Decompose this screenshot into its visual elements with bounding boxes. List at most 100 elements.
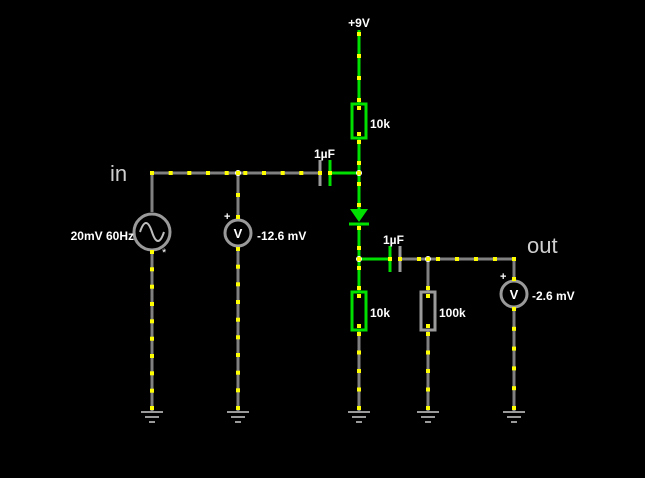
current-dot: [357, 171, 361, 175]
current-dot: [417, 257, 421, 261]
current-dot: [426, 324, 430, 328]
vmeter-out-polarity: +: [500, 271, 506, 283]
current-dot: [357, 294, 361, 298]
current-dot: [357, 140, 361, 144]
current-dot: [150, 267, 154, 272]
current-dot: [187, 171, 192, 175]
current-dot: [426, 406, 430, 410]
current-dot: [150, 171, 154, 175]
current-dot: [236, 282, 240, 287]
diode[interactable]: [349, 209, 369, 226]
current-dot: [236, 353, 240, 357]
current-dot: [150, 371, 154, 376]
resistor-bottom[interactable]: [350, 290, 368, 332]
resistor-load-label: 100k: [439, 306, 466, 320]
source-marker: *: [162, 247, 167, 259]
vmeter-in-reading: -12.6 mV: [257, 229, 306, 243]
current-dot: [357, 286, 361, 290]
capacitor-output-label: 1µF: [383, 233, 404, 247]
current-dot: [236, 264, 240, 269]
current-dots: [150, 32, 516, 410]
current-dot: [512, 326, 516, 331]
current-dot: [357, 246, 361, 250]
output-node-label: out: [527, 233, 558, 258]
current-dot: [426, 286, 430, 290]
current-dot: [357, 257, 361, 261]
current-dot: [150, 250, 154, 254]
current-dot: [512, 257, 516, 261]
current-dot: [426, 369, 430, 373]
current-dot: [357, 132, 361, 136]
svg-text:V: V: [234, 226, 243, 241]
current-dot: [236, 388, 240, 393]
resistor-top-label: 10k: [370, 117, 390, 131]
ground-rbottom: [347, 411, 371, 423]
current-dot: [236, 406, 240, 410]
current-dot: [262, 171, 266, 175]
sine-wave-icon: [139, 222, 165, 242]
current-dot: [150, 284, 154, 289]
current-dot: [280, 171, 285, 175]
current-dot: [357, 387, 361, 392]
ground-vmeter-in: [226, 411, 250, 423]
voltmeter-output[interactable]: V: [499, 279, 529, 309]
current-dot: [150, 388, 154, 393]
ac-source[interactable]: [132, 212, 172, 252]
current-dot: [493, 257, 497, 261]
current-dot: [455, 257, 459, 261]
current-dot: [357, 32, 361, 36]
current-dot: [236, 171, 240, 175]
current-dot: [236, 370, 240, 375]
ground-rload: [416, 411, 440, 423]
wires-idle: [150, 171, 516, 412]
current-dot: [357, 332, 361, 336]
ground-vmeter-out: [502, 411, 526, 423]
vmeter-in-polarity: +: [224, 211, 230, 223]
current-dot: [236, 317, 240, 322]
current-dot: [150, 406, 154, 410]
vmeter-out-reading: -2.6 mV: [532, 289, 575, 303]
current-dot: [299, 171, 304, 175]
resistor-load[interactable]: [419, 290, 437, 332]
current-dot: [357, 369, 361, 373]
current-dot: [236, 215, 240, 219]
current-dot: [357, 98, 361, 102]
ground-source: [140, 411, 164, 423]
current-dot: [357, 266, 361, 270]
current-dot: [357, 76, 361, 80]
current-dot: [426, 332, 430, 336]
current-dot: [357, 324, 361, 328]
current-dot: [357, 54, 361, 58]
resistor-top[interactable]: [350, 102, 368, 140]
current-dot: [206, 171, 210, 175]
current-dot: [328, 171, 332, 175]
current-dot: [168, 171, 173, 175]
capacitor-input-label: 1µF: [314, 147, 335, 161]
current-dot: [426, 387, 430, 392]
current-dot: [236, 335, 240, 340]
current-dot: [474, 257, 478, 261]
voltmeter-input[interactable]: V: [223, 218, 253, 248]
current-dot: [357, 106, 361, 110]
current-dot: [357, 203, 361, 207]
current-dot: [426, 257, 430, 261]
current-dot: [512, 406, 516, 410]
current-dot: [512, 366, 516, 371]
current-dot: [357, 182, 361, 186]
current-dot: [436, 257, 440, 261]
current-dot: [357, 350, 361, 355]
current-dot: [224, 171, 229, 175]
resistor-bottom-label: 10k: [370, 306, 390, 320]
current-dot: [357, 406, 361, 410]
current-dot: [512, 346, 516, 351]
current-dot: [243, 171, 248, 175]
current-dot: [236, 247, 240, 251]
current-dot: [512, 277, 516, 281]
current-dot: [318, 171, 322, 175]
current-dot: [150, 336, 154, 341]
current-dot: [236, 193, 240, 197]
current-dot: [512, 307, 516, 311]
current-dot: [150, 354, 154, 358]
current-dot: [357, 226, 361, 230]
